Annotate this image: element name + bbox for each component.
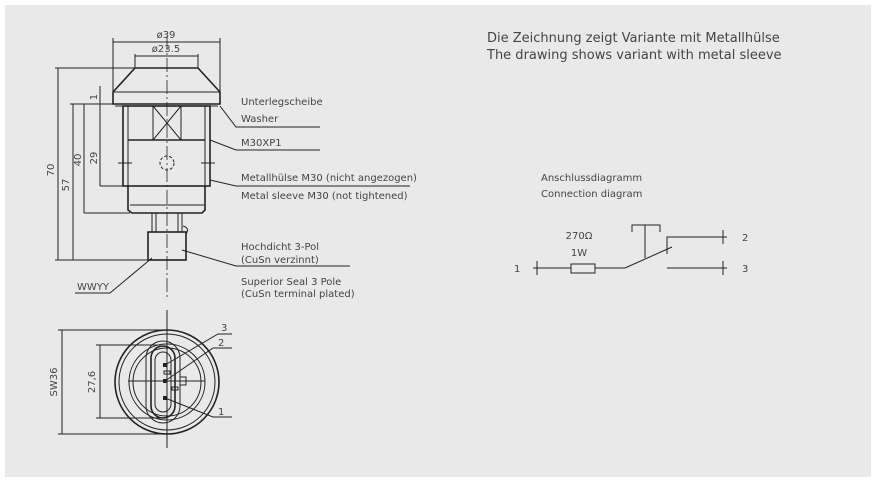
washer-en-label: Washer [241,114,279,125]
connection-schematic [533,224,727,275]
height-40-label: 40 [73,154,84,167]
pin1-label: 1 [218,407,224,418]
resistance-label: 270Ω [566,231,593,242]
terminal-2-label: 2 [742,233,748,244]
title-en: The drawing shows variant with metal sle… [486,48,782,63]
washer-thickness-label: 1 [89,94,100,100]
washer-de-label: Unterlegscheibe [241,97,323,108]
wrench-size-label: SW36 [49,368,60,397]
date-code-label: WWYY [77,282,110,293]
drawing-panel [5,5,871,477]
connector-width-label: 27,6 [87,371,98,393]
side-view [55,36,410,300]
total-height-label: 70 [46,164,57,177]
seal-en-sub-label: (CuSn terminal plated) [241,289,355,300]
seal-de-label: Hochdicht 3-Pol [241,242,319,253]
inner-diameter-label: ø23.5 [152,44,180,55]
terminal-3-label: 3 [742,264,748,275]
power-label: 1W [571,248,587,259]
thread-label: M30XP1 [241,138,282,149]
terminal-1-label: 1 [514,264,520,275]
seal-en-label: Superior Seal 3 Pole [241,277,341,288]
connection-title-de: Anschlussdiagramm [541,173,642,184]
sleeve-en-label: Metal sleeve M30 (not tightened) [241,191,408,202]
bottom-view [58,310,232,448]
sleeve-de-label: Metallhülse M30 (nicht angezogen) [241,173,417,184]
outer-diameter-label: ø39 [157,30,176,41]
height-29-label: 29 [89,152,100,165]
seal-de-sub-label: (CuSn verzinnt) [241,255,319,266]
pin3-label: 3 [221,323,227,334]
pin2-label: 2 [218,338,224,349]
title-de: Die Zeichnung zeigt Variante mit Metallh… [487,31,780,46]
connection-title-en: Connection diagram [541,189,642,200]
height-57-label: 57 [61,179,72,192]
